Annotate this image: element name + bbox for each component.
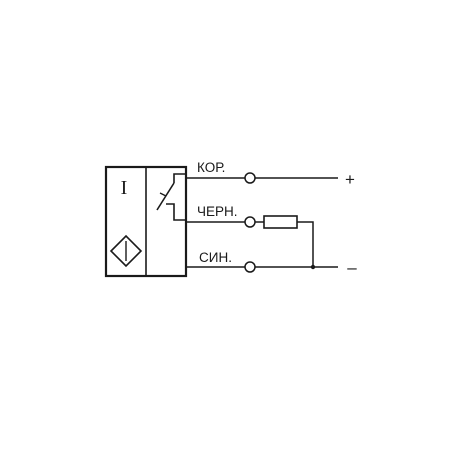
junction-dot <box>310 264 316 270</box>
wire-label-brown: КОР. <box>197 160 225 175</box>
wire-black <box>186 215 314 267</box>
switch-contact <box>156 173 186 221</box>
polarity-minus: – <box>347 258 357 277</box>
load-resistor <box>263 215 298 229</box>
terminal-blue <box>244 261 256 273</box>
wire-label-black: ЧЕРН. <box>197 204 238 219</box>
wire-blue <box>186 261 338 273</box>
polarity-plus: + <box>345 170 355 189</box>
function-symbol: I <box>121 177 128 199</box>
wire-label-blue: СИН. <box>199 250 232 265</box>
terminal-black <box>244 216 256 228</box>
terminal-brown <box>244 172 256 184</box>
inductive-sensor-icon <box>109 234 143 268</box>
wire-brown <box>186 172 338 184</box>
